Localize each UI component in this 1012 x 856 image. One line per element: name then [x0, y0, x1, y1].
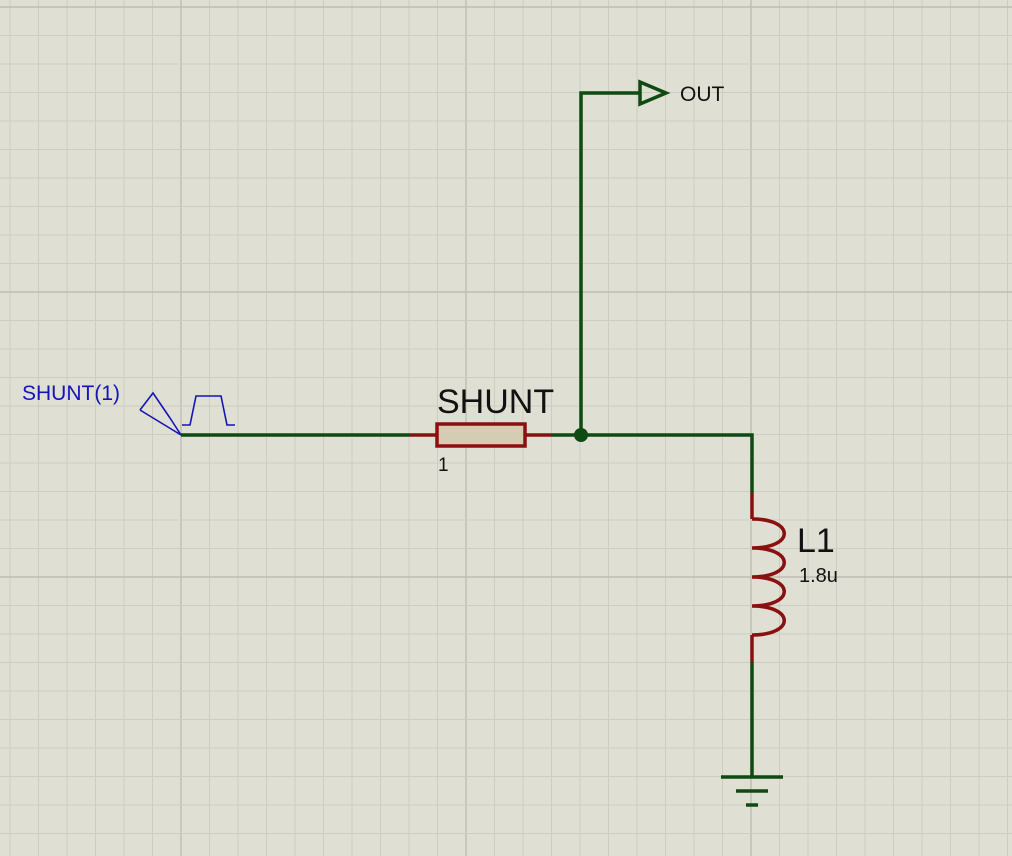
- wires: [181, 91, 754, 777]
- resistor-icon[interactable]: [410, 422, 552, 448]
- wire-junction-to-out[interactable]: [579, 91, 640, 435]
- inductor-icon[interactable]: [750, 493, 786, 662]
- pulse-generator-icon[interactable]: [139, 391, 235, 436]
- resistor-value: 1: [438, 455, 449, 476]
- generator-label: SHUNT(1): [22, 382, 120, 405]
- resistor-name: SHUNT: [437, 383, 554, 421]
- output-terminal-arrow-icon[interactable]: [638, 79, 671, 107]
- inductor-value: 1.8u: [799, 565, 838, 587]
- junction-dot-icon: [574, 428, 588, 442]
- ground-icon[interactable]: [721, 775, 783, 807]
- output-terminal-label: OUT: [680, 83, 725, 106]
- wire-junction-to-inductor[interactable]: [581, 433, 754, 493]
- inductor-name: L1: [797, 522, 835, 560]
